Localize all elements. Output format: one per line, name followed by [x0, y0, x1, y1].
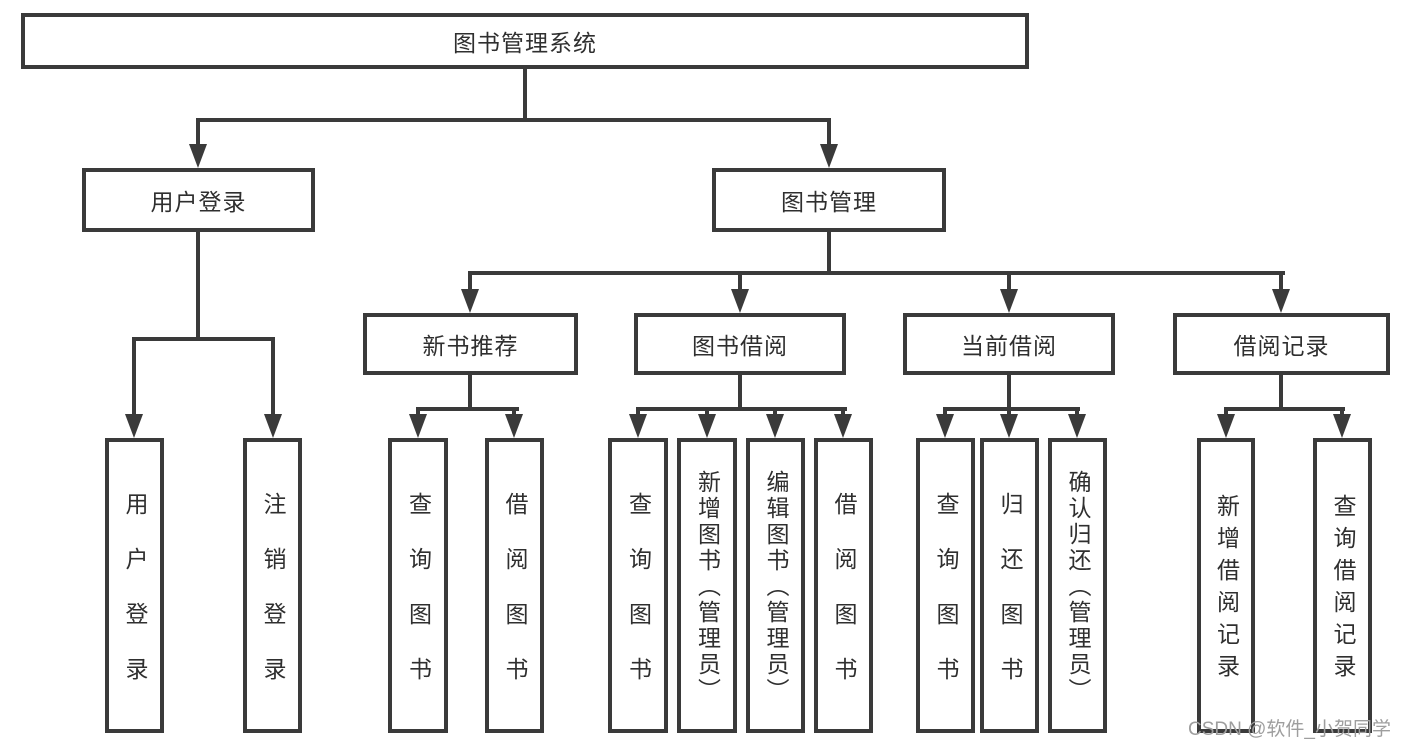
node-root-label: 图书管理系统 [453, 30, 597, 56]
arrow-down-icon [461, 289, 479, 313]
node-user-login-label: 用户登录 [150, 189, 247, 215]
connector-hline [636, 407, 847, 411]
arrow-down-icon [1000, 414, 1018, 438]
node-borrow-records: 借阅记录 [1173, 313, 1390, 375]
connector-vline [1340, 407, 1344, 416]
connector-hline [416, 407, 519, 411]
leaf-add-books-admin-label: 新增图书（管理员） [694, 470, 721, 704]
connector-vline [738, 271, 742, 292]
node-current-borrow: 当前借阅 [903, 313, 1115, 375]
connector-hline [132, 337, 275, 341]
connector-hline [468, 271, 1285, 275]
arrow-down-icon [834, 414, 852, 438]
leaf-return-books-label: 归还图书 [997, 491, 1023, 712]
connector-vline [1007, 407, 1011, 416]
arrow-down-icon [629, 414, 647, 438]
connector-vline [827, 232, 831, 275]
leaf-query-borrow-record: 查询借阅记录 [1313, 438, 1372, 733]
connector-vline [705, 407, 709, 416]
connector-vline [196, 232, 200, 341]
arrow-down-icon [1217, 414, 1235, 438]
connector-vline [523, 69, 527, 122]
leaf-query-books-1: 查询图书 [388, 438, 448, 733]
leaf-add-books-admin: 新增图书（管理员） [677, 438, 737, 733]
connector-vline [1224, 407, 1228, 416]
leaf-query-books-2: 查询图书 [608, 438, 668, 733]
connector-vline [416, 407, 420, 416]
node-user-login: 用户登录 [82, 168, 315, 232]
leaf-borrow-books-1: 借阅图书 [485, 438, 544, 733]
connector-vline [1279, 375, 1283, 410]
connector-vline [773, 407, 777, 416]
arrow-down-icon [1068, 414, 1086, 438]
leaf-logout-label: 注销登录 [260, 491, 286, 712]
node-book-management: 图书管理 [712, 168, 946, 232]
connector-hline [943, 407, 1080, 411]
node-new-book-recommend: 新书推荐 [363, 313, 578, 375]
arrow-down-icon [1000, 289, 1018, 313]
connector-vline [468, 271, 472, 292]
connector-vline [271, 337, 275, 415]
leaf-user-login: 用户登录 [105, 438, 164, 733]
leaf-borrow-books-1-label: 借阅图书 [502, 491, 528, 712]
connector-vline [1075, 407, 1079, 416]
leaf-logout: 注销登录 [243, 438, 302, 733]
arrow-down-icon [936, 414, 954, 438]
connector-vline [738, 375, 742, 410]
node-book-management-label: 图书管理 [781, 189, 877, 215]
connector-vline [1279, 271, 1283, 292]
leaf-confirm-return-admin: 确认归还（管理员） [1048, 438, 1107, 733]
leaf-edit-books-admin: 编辑图书（管理员） [746, 438, 805, 733]
connector-vline [512, 407, 516, 416]
arrow-down-icon [505, 414, 523, 438]
arrow-down-icon [409, 414, 427, 438]
leaf-query-books-3: 查询图书 [916, 438, 975, 733]
arrow-down-icon [820, 144, 838, 168]
arrow-down-icon [698, 414, 716, 438]
node-root: 图书管理系统 [21, 13, 1029, 69]
leaf-add-borrow-record: 新增借阅记录 [1197, 438, 1255, 733]
leaf-query-borrow-record-label: 查询借阅记录 [1330, 494, 1356, 686]
connector-hline [1224, 407, 1345, 411]
connector-vline [827, 118, 831, 148]
leaf-borrow-books-2-label: 借阅图书 [831, 491, 857, 712]
leaf-return-books: 归还图书 [980, 438, 1039, 733]
connector-vline [636, 407, 640, 416]
arrow-down-icon [731, 289, 749, 313]
connector-hline [196, 118, 831, 122]
node-current-borrow-label: 当前借阅 [961, 333, 1057, 359]
node-borrow-records-label: 借阅记录 [1233, 333, 1330, 359]
connector-vline [1007, 271, 1011, 292]
arrow-down-icon [264, 414, 282, 438]
leaf-query-books-1-label: 查询图书 [405, 491, 432, 712]
leaf-confirm-return-admin-label: 确认归还（管理员） [1065, 470, 1091, 704]
leaf-user-login-label: 用户登录 [122, 491, 148, 712]
leaf-query-books-2-label: 查询图书 [625, 491, 652, 712]
connector-vline [1007, 375, 1011, 410]
leaf-edit-books-admin-label: 编辑图书（管理员） [763, 470, 789, 704]
node-new-book-recommend-label: 新书推荐 [422, 333, 519, 359]
connector-vline [943, 407, 947, 416]
arrow-down-icon [1333, 414, 1351, 438]
node-book-borrow: 图书借阅 [634, 313, 846, 375]
leaf-borrow-books-2: 借阅图书 [814, 438, 873, 733]
leaf-query-books-3-label: 查询图书 [933, 491, 959, 712]
node-book-borrow-label: 图书借阅 [692, 333, 788, 359]
connector-vline [841, 407, 845, 416]
connector-vline [132, 337, 136, 415]
connector-vline [196, 118, 200, 148]
arrow-down-icon [1272, 289, 1290, 313]
connector-vline [468, 375, 472, 410]
arrow-down-icon [189, 144, 207, 168]
csdn-watermark: CSDN @软件_小贺同学 [1188, 719, 1391, 740]
arrow-down-icon [125, 414, 143, 438]
arrow-down-icon [766, 414, 784, 438]
leaf-add-borrow-record-label: 新增借阅记录 [1213, 494, 1240, 686]
